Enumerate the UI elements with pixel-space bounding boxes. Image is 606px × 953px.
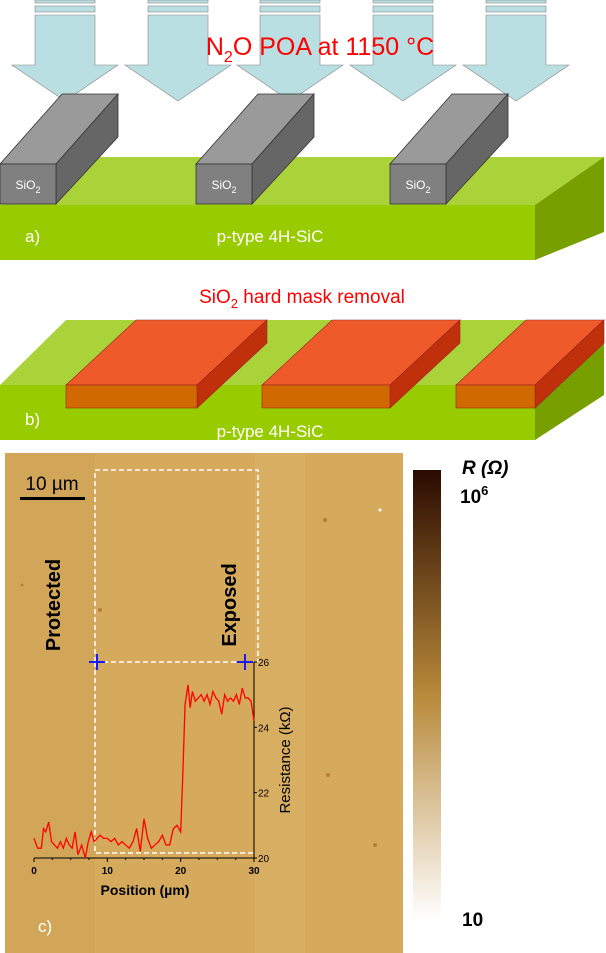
panel-letter-c: c) xyxy=(38,917,52,936)
exposed-region xyxy=(455,319,605,409)
profile-start-marker xyxy=(89,654,105,670)
y-tick-label: 20 xyxy=(258,854,270,865)
profile-end-marker xyxy=(237,654,253,670)
step-label: SiO2 hard mask removal xyxy=(199,287,405,311)
sio2-label: SiO2 xyxy=(211,178,236,195)
x-axis-label: Position (µm) xyxy=(101,882,190,898)
substrate-label-b: p-type 4H-SiC xyxy=(217,422,324,441)
arrow-icon xyxy=(236,0,344,102)
arrow-icon xyxy=(349,0,457,102)
panel-b: SiO2 hard mask removal b) p-type 4H-SiC xyxy=(0,287,605,441)
arrow-icon xyxy=(124,0,232,102)
x-tick-label: 0 xyxy=(31,866,37,877)
substrate-front xyxy=(0,205,535,260)
resistance-line xyxy=(33,684,255,859)
panel-letter-b: b) xyxy=(25,410,40,429)
y-tick-label: 24 xyxy=(258,723,270,734)
colorbar xyxy=(413,470,441,920)
scale-bar-label: 10 µm xyxy=(25,474,78,495)
protected-label: Protected xyxy=(43,559,65,651)
profile-line-outline xyxy=(94,662,255,854)
sio2-mask: SiO2 xyxy=(389,92,509,206)
sio2-mask: SiO2 xyxy=(195,92,315,206)
exposed-label: Exposed xyxy=(219,563,241,646)
x-tick-label: 30 xyxy=(248,866,260,877)
exposed-region xyxy=(261,319,461,409)
substrate-label-a: p-type 4H-SiC xyxy=(217,227,324,246)
panel-letter-a: a) xyxy=(25,227,40,246)
colorbar-min: 10 xyxy=(462,910,483,931)
profile-markers xyxy=(89,654,253,670)
x-tick-label: 20 xyxy=(175,866,187,877)
substrate-side xyxy=(535,157,604,260)
exposed-regions xyxy=(65,319,605,409)
anneal-arrows xyxy=(11,0,570,102)
colorbar-max: 106 xyxy=(460,483,488,508)
map-defects xyxy=(20,508,382,847)
y-axis-label: Resistance (kΩ) xyxy=(277,706,294,813)
scan-region-outline xyxy=(94,469,259,662)
arrow-icon xyxy=(11,0,119,102)
sio2-label: SiO2 xyxy=(405,178,430,195)
process-label: N2O POA at 1150 °C xyxy=(206,33,434,66)
scale-bar xyxy=(20,497,85,500)
colorbar-title: R (Ω) xyxy=(462,458,509,479)
x-tick-label: 10 xyxy=(102,866,114,877)
panel-a: N2O POA at 1150 °C SiO2 SiO2 SiO2 a) p-typ… xyxy=(0,0,604,260)
oxide-masks: SiO2 SiO2 SiO2 xyxy=(0,92,509,206)
y-tick-label: 26 xyxy=(258,658,270,669)
y-tick-label: 22 xyxy=(258,789,270,800)
exposed-region xyxy=(65,319,268,409)
arrow-icon xyxy=(462,0,570,102)
sio2-mask: SiO2 xyxy=(0,92,119,206)
sio2-label: SiO2 xyxy=(15,178,40,195)
